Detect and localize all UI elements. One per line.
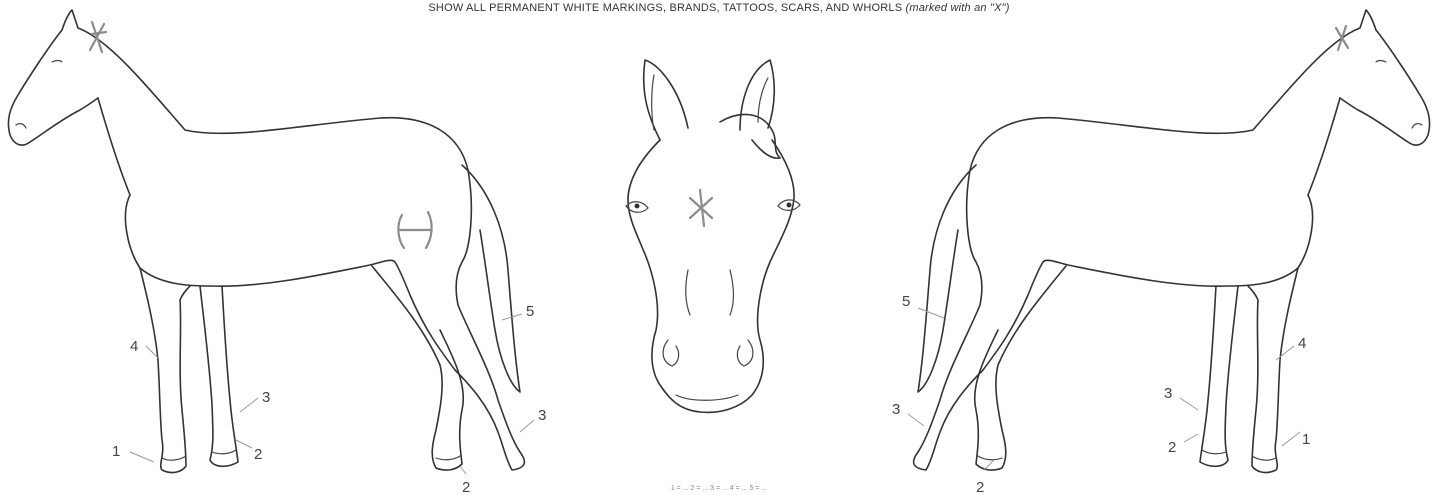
- front-head-outline: [626, 60, 800, 412]
- right-horse-outline: [914, 10, 1430, 473]
- front-head-markings: [690, 190, 712, 226]
- label-5-right: 5: [902, 293, 910, 310]
- right-poll-whorl-mark: [1336, 26, 1348, 50]
- label-2-left-front: 2: [254, 446, 262, 463]
- label-1-left: 1: [112, 443, 120, 460]
- label-3-left: 3: [262, 389, 270, 406]
- left-horse-markings: [90, 22, 432, 248]
- label-5-left: 5: [526, 303, 534, 320]
- footer-legend: 1 = ... 2 = ... 3 = ... 4 = ... 5 = ...: [0, 485, 1438, 492]
- label-3-right: 3: [1164, 385, 1172, 402]
- label-3-right-hind: 3: [892, 401, 900, 418]
- label-1-right: 1: [1302, 431, 1310, 448]
- brand-mark: [398, 212, 431, 248]
- poll-whorl-mark: [90, 22, 106, 52]
- left-horse-legend-numbers: 4 3 1 2 5 3 2: [112, 303, 546, 495]
- right-horse-legend-numbers: 5 3 2 4 3 2 1: [892, 293, 1310, 495]
- label-3-left-hind: 3: [538, 407, 546, 424]
- label-2-right-front: 2: [1168, 439, 1176, 456]
- star-whorl-mark: [690, 190, 712, 226]
- label-4-right: 4: [1298, 335, 1306, 352]
- label-4-left: 4: [130, 338, 138, 355]
